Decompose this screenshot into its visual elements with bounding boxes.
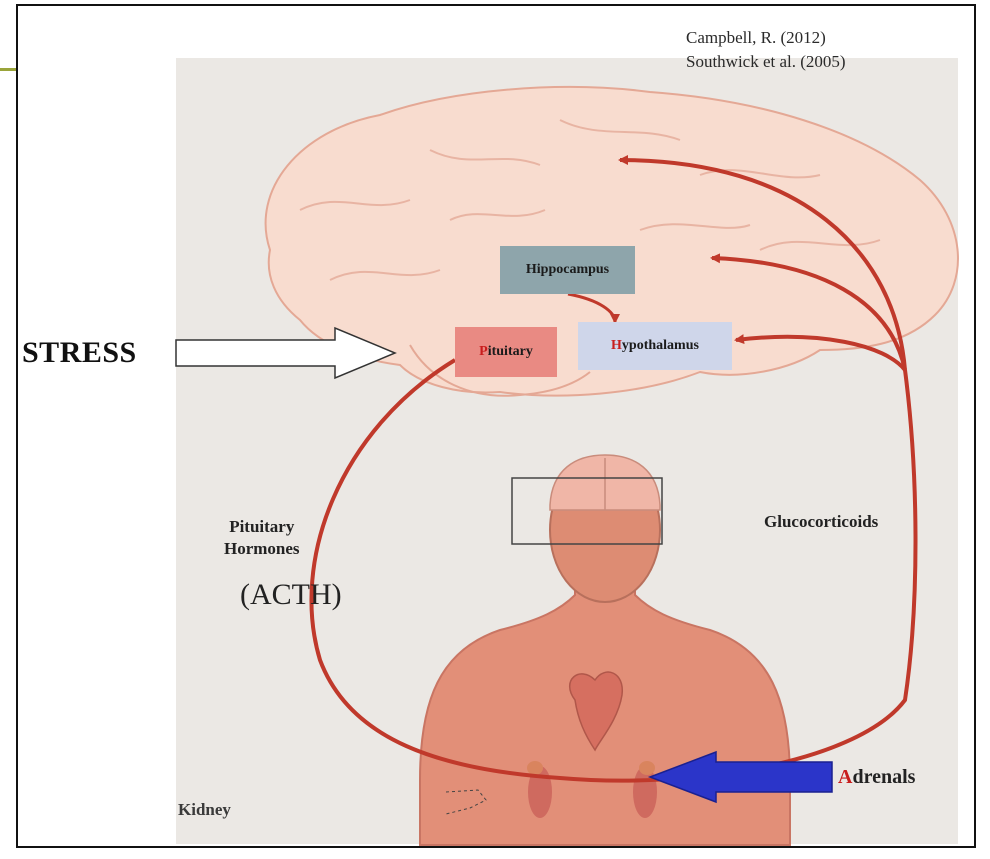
adrenals-rest: drenals (852, 766, 915, 788)
citation-campbell: Campbell, R. (2012) (686, 28, 826, 48)
pituitary-hormones-label: Pituitary Hormones (224, 516, 300, 560)
hypothalamus-rest: ypothalamus (622, 338, 699, 354)
adrenals-initial: A (838, 766, 852, 788)
acth-label: (ACTH) (240, 578, 342, 612)
kidney-label: Kidney (178, 800, 231, 820)
pituitary-initial: P (479, 344, 488, 360)
pituitary-hormones-line2: Hormones (224, 538, 300, 560)
citation-southwick: Southwick et al. (2005) (686, 52, 846, 72)
stress-label: STRESS (22, 336, 137, 370)
hippocampus-label: Hippocampus (500, 246, 635, 294)
adrenals-label: Adrenals (838, 766, 915, 789)
glucocorticoids-label: Glucocorticoids (764, 511, 878, 533)
pituitary-rest: ituitary (488, 344, 533, 360)
pituitary-hormones-line1: Pituitary (224, 516, 300, 538)
hypothalamus-initial: H (611, 338, 622, 354)
